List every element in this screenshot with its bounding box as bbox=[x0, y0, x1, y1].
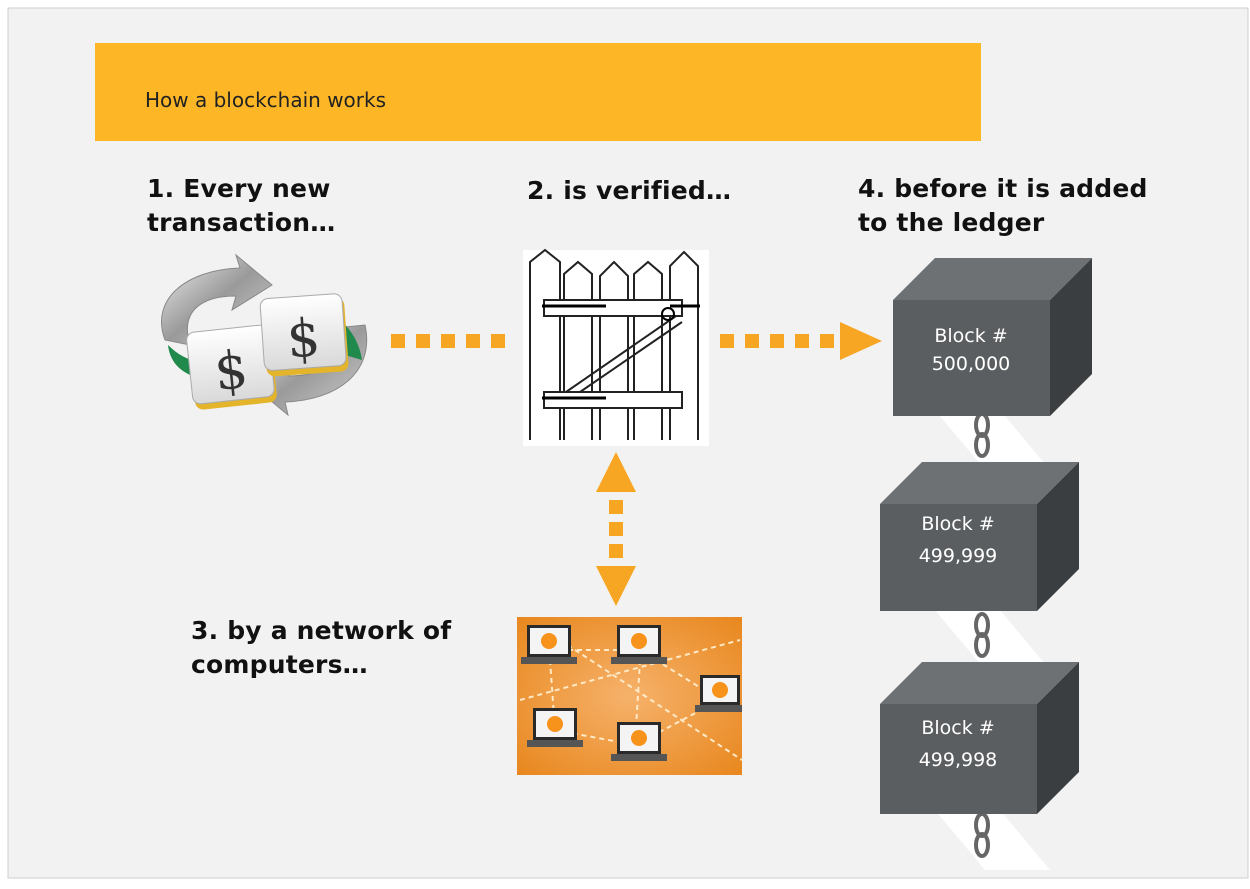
step-4-line-2: to the ledger bbox=[858, 208, 1045, 237]
slide-title: How a blockchain works bbox=[145, 88, 386, 112]
step-4-label: 4. before it is added to the ledger bbox=[858, 172, 1148, 240]
arrowhead-up bbox=[596, 452, 636, 492]
step-1-label: 1. Every new transaction… bbox=[147, 172, 335, 240]
title-banner bbox=[95, 43, 981, 141]
bitcoin-network-icon bbox=[517, 617, 743, 775]
block-number: 500,000 bbox=[932, 353, 1011, 375]
chain-backdrop bbox=[935, 410, 1050, 870]
block-0: Block # 500,000 bbox=[893, 258, 1092, 416]
block-2: Block # 499,998 bbox=[880, 662, 1079, 814]
svg-text:$: $ bbox=[285, 308, 322, 370]
step-1-line-2: transaction… bbox=[147, 208, 336, 237]
step-3-line-1: 3. by a network of bbox=[191, 616, 452, 645]
block-number: 499,998 bbox=[919, 749, 998, 771]
block-label: Block # bbox=[921, 717, 994, 739]
arrowhead-right bbox=[840, 322, 882, 360]
gate-icon bbox=[523, 248, 709, 446]
arrowhead-down bbox=[596, 566, 636, 606]
block-label: Block # bbox=[921, 513, 994, 535]
block-1: Block # 499,999 bbox=[880, 462, 1079, 611]
dashed-connector-1-2 bbox=[391, 334, 505, 348]
step-1-line-1: 1. Every new bbox=[147, 174, 331, 203]
dashed-connector-2-3 bbox=[596, 452, 636, 606]
step-2-label: 2. is verified… bbox=[527, 176, 732, 205]
step-3-label: 3. by a network of computers… bbox=[191, 614, 451, 682]
block-label: Block # bbox=[934, 325, 1007, 347]
step-4-line-1: 4. before it is added bbox=[858, 174, 1148, 203]
step-3-line-2: computers… bbox=[191, 650, 368, 679]
block-number: 499,999 bbox=[919, 545, 998, 567]
chain-links bbox=[974, 412, 990, 858]
currency-exchange-icon: $ $ bbox=[161, 253, 368, 417]
dashed-connector-2-4 bbox=[720, 322, 882, 360]
svg-text:$: $ bbox=[212, 340, 251, 403]
